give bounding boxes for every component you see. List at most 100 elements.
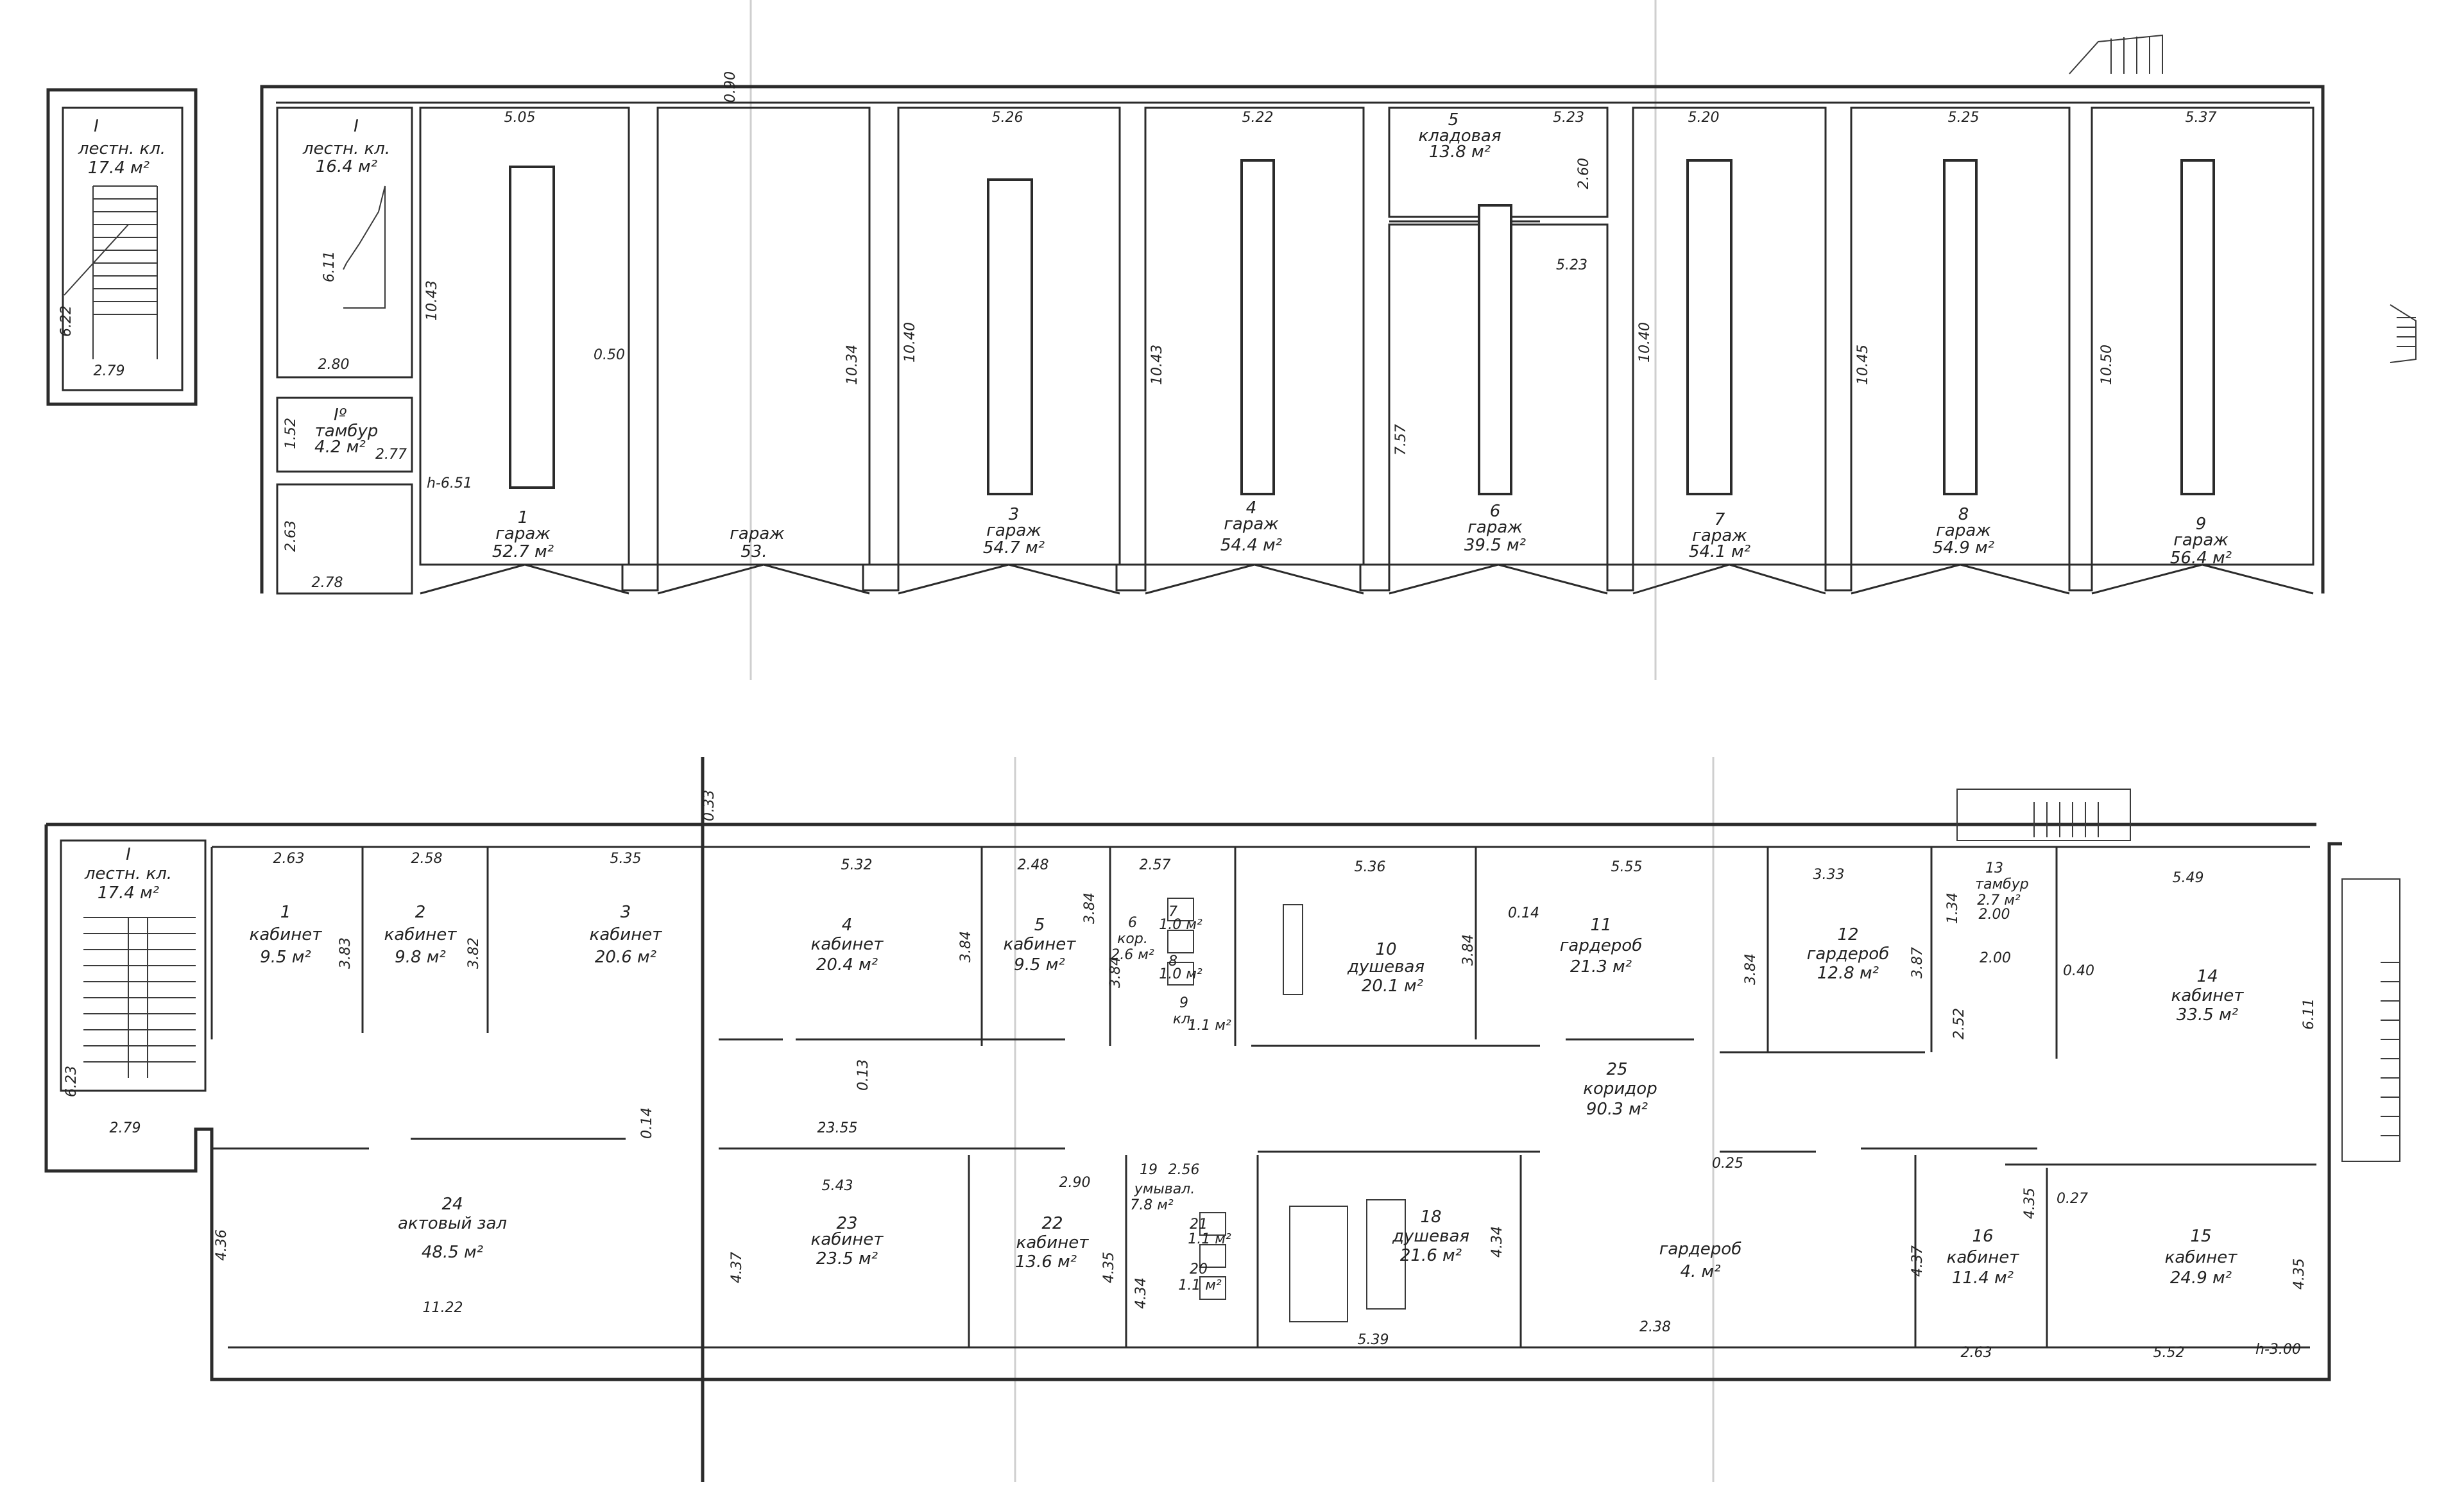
garage-bay-9: 5.37 10.50 9 гараж 56.4 м² <box>2091 107 2314 595</box>
room-23-width: 5.43 <box>822 1178 853 1194</box>
room-24-width: 11.22 <box>423 1300 463 1316</box>
garage-7-width: 5.20 <box>1688 110 1720 126</box>
room-12-depth: 3.87 <box>1910 947 1926 978</box>
room-6-area: 2.6 м² <box>1111 947 1154 963</box>
room-17-name: гардероб <box>1659 1240 1742 1259</box>
external-stair-side <box>2390 304 2417 363</box>
room-13-width: 1.34 <box>1945 892 1961 924</box>
garage-3-num: 3 <box>1009 505 1020 524</box>
room-23-area: 23.5 м² <box>816 1249 878 1268</box>
external-stair-top <box>2069 34 2163 74</box>
tambour-area: 4.2 м² <box>314 438 366 457</box>
room-6-width: 2.57 <box>1140 857 1171 873</box>
room-18-name: душевая <box>1392 1227 1469 1246</box>
room-4-num: 4 <box>842 916 853 935</box>
tambour-name: тамбур <box>315 422 379 441</box>
garage-bay-1: 5.05 10.43 1 гараж 52.7 м² <box>419 107 630 595</box>
room-11-width: 5.55 <box>1611 859 1643 875</box>
room-14-name: кабинет <box>2171 986 2245 1005</box>
room-11-depth: 3.84 <box>1743 953 1759 985</box>
room-3-name: кабинет <box>590 925 663 944</box>
room-18-width: 5.39 <box>1358 1332 1389 1348</box>
mark-3: 0.14 <box>639 1107 655 1139</box>
garage-6-area: 39.5 м² <box>1464 536 1526 555</box>
mark-4: 2.00 <box>1980 950 2011 966</box>
garage-6-width: 5.23 <box>1556 257 1587 273</box>
mark-12: 0.25 <box>1712 1156 1743 1172</box>
room-4-width: 5.32 <box>841 857 873 873</box>
stair-a-name: лестн. кл. <box>78 139 166 158</box>
bottom-stair-name: лестн. кл. <box>84 864 172 884</box>
room-5-area: 9.5 м² <box>1014 955 1065 975</box>
room-22-width: 2.90 <box>1059 1175 1091 1191</box>
mark-9: 2.38 <box>1639 1319 1671 1335</box>
garage-7-depth: 10.40 <box>1637 322 1653 363</box>
room-16-name: кабинет <box>1947 1248 2020 1267</box>
room-16-area: 11.4 м² <box>1952 1268 2014 1288</box>
garage-bay-8: 5.25 10.45 8 гараж 54.9 м² <box>1850 107 2071 595</box>
room-11-area: 21.3 м² <box>1570 957 1632 977</box>
room-23-depth: 4.37 <box>729 1252 745 1283</box>
garage-4-num: 4 <box>1246 499 1257 518</box>
room-4-depth: 3.84 <box>958 931 974 962</box>
room-13-name: тамбур <box>1975 876 2028 892</box>
room-15-area: 24.9 м² <box>2170 1268 2232 1288</box>
garage-1-area: 52.7 м² <box>492 542 554 561</box>
garage-6-name: гараж <box>1467 518 1523 537</box>
kladovaya-name: кладовая <box>1418 126 1501 146</box>
room-10-num: 10 <box>1375 940 1396 959</box>
garage-8-depth: 10.45 <box>1855 345 1871 385</box>
stair-b-name: лестн. кл. <box>302 139 390 158</box>
room-16-num: 16 <box>1972 1227 1993 1246</box>
room-5-depth: 3.84 <box>1082 892 1098 924</box>
mark-11: 0.33 <box>701 790 717 821</box>
garage-bay-7: 5.20 10.40 7 гараж 54.1 м² <box>1632 107 1827 595</box>
room-labels: 1 кабинет 9.5 м² 2.63 3.83 2 кабинет 9.8… <box>214 851 2317 1361</box>
room-2-area: 9.8 м² <box>395 948 446 967</box>
stair-a-area: 17.4 м² <box>88 158 150 178</box>
room-14-area: 33.5 м² <box>2177 1005 2238 1025</box>
room-10-depth: 3.84 <box>1460 934 1476 966</box>
garage-7-num: 7 <box>1715 510 1725 529</box>
garage-2-area: 53. <box>740 542 767 561</box>
room-8-num: 8 <box>1168 953 1177 969</box>
garage-9-area: 56.4 м² <box>2170 549 2232 568</box>
vestibule-dim-width: 2.78 <box>312 575 343 591</box>
kladovaya-dim-width: 5.23 <box>1553 110 1584 126</box>
room-19-width: 2.56 <box>1168 1162 1200 1178</box>
room-21-num: 21 <box>1190 1216 1208 1233</box>
stair-b-area: 16.4 м² <box>316 157 377 176</box>
room-2-depth: 3.82 <box>466 937 482 969</box>
room-10-name: душевая <box>1347 957 1425 977</box>
misc-marks: 0.14 0.13 0.14 2.00 0.40 2.52 0.27 4.35 … <box>639 790 2301 1358</box>
garage-9-num: 9 <box>2196 515 2207 534</box>
garage-3-name: гараж <box>986 521 1041 540</box>
stair-b-num: I <box>354 117 359 136</box>
room-15-name: кабинет <box>2165 1248 2238 1267</box>
room-18-depth: 4.34 <box>1489 1226 1505 1258</box>
room-23-num: 23 <box>836 1214 857 1233</box>
external-stair-right <box>2341 878 2400 1162</box>
room-25-name: коридор <box>1583 1079 1657 1098</box>
room-6-num: 6 <box>1128 915 1137 931</box>
room-4-name: кабинет <box>811 935 884 954</box>
room-18-area: 21.6 м² <box>1400 1246 1462 1265</box>
wall-mark: 0.50 <box>594 347 625 363</box>
stair-b-dim-depth: 6.11 <box>321 251 338 282</box>
room-25-width: 23.55 <box>817 1120 858 1136</box>
room-3-area: 20.6 м² <box>595 948 656 967</box>
garage-1-width: 5.05 <box>504 110 536 126</box>
front-columns <box>621 563 2093 592</box>
room-19-name: умывал. <box>1134 1181 1195 1197</box>
stair-a-dim-depth: 6.22 <box>58 305 74 337</box>
tambour-dim-depth: 1.52 <box>283 418 299 449</box>
room-partitions <box>210 847 2058 1347</box>
garage-8-name: гараж <box>1936 521 1991 540</box>
garage-4-area: 54.4 м² <box>1220 536 1282 555</box>
room-14-num: 14 <box>2196 967 2218 986</box>
room-19-num: 19 <box>1140 1162 1158 1178</box>
room-1-num: 1 <box>280 903 291 922</box>
room-22-depth: 4.35 <box>1101 1252 1117 1283</box>
room-17-area: 4. м² <box>1680 1262 1720 1281</box>
room-18-num: 18 <box>1420 1208 1441 1227</box>
